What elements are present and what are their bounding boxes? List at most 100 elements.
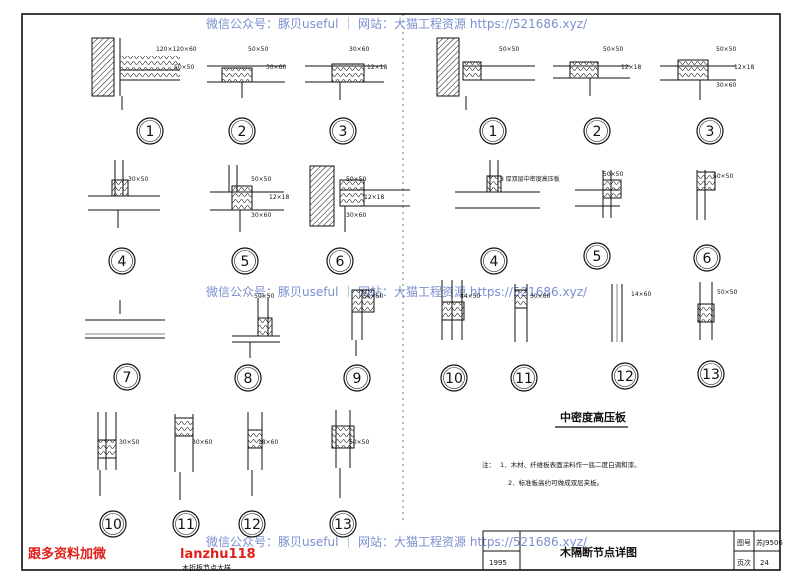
detail-circle-inner xyxy=(586,245,608,267)
detail-number: 3 xyxy=(706,124,715,140)
overlay-caption: 木折板节点大样 xyxy=(182,563,231,572)
detail-circle-inner xyxy=(614,365,636,387)
detail-circle xyxy=(440,364,468,392)
dimension-label: 50×50 xyxy=(254,293,274,300)
detail-circle xyxy=(510,364,538,392)
dimension-label: 30×60 xyxy=(716,82,736,89)
left-dimension-labels: 120×120×6050×5050×5030×6030×6012×1830×50… xyxy=(119,46,387,446)
detail-circle-inner xyxy=(482,120,504,142)
title-block xyxy=(482,530,781,571)
detail-number: 4 xyxy=(118,254,127,270)
right-detail-5-marker: 5 xyxy=(583,242,611,270)
dimension-label: 30×60 xyxy=(266,64,286,71)
overlay-red-text: 跟多资料加微 xyxy=(28,546,107,562)
detail-circle xyxy=(329,117,357,145)
detail-number: 10 xyxy=(445,371,463,387)
detail-circle-inner xyxy=(483,250,505,272)
dimension-label: 50×50 xyxy=(174,64,194,71)
board-title: 中密度高压板 xyxy=(560,410,627,424)
dimension-label: 50×50 xyxy=(713,173,733,180)
detail-circle-inner xyxy=(513,367,535,389)
dimension-label: 50×50 xyxy=(716,46,736,53)
right-dimension-labels: 50×50 50×50 12×18 50×50 12×18 30×60 8 厚双层中密度高压… xyxy=(460,46,754,300)
right-detail-4-marker: 4 xyxy=(480,247,508,275)
detail-circle xyxy=(696,117,724,145)
detail-number: 5 xyxy=(241,254,250,270)
detail-circle-inner xyxy=(102,513,124,535)
title-block-page-label: 页次 xyxy=(737,558,751,567)
detail-circle xyxy=(99,510,127,538)
dimension-label: 50×50 xyxy=(363,293,383,300)
left-detail-6-marker: 6 xyxy=(326,247,354,275)
left-detail-4-marker: 4 xyxy=(108,247,136,275)
detail-number: 13 xyxy=(702,367,720,383)
detail-circle xyxy=(583,117,611,145)
detail-number: 6 xyxy=(703,251,712,267)
detail-number: 9 xyxy=(353,371,362,387)
left-detail-12-marker: 12 xyxy=(238,510,266,538)
overlay-handle: lanzhu118 xyxy=(180,547,256,562)
detail-number: 7 xyxy=(123,370,132,386)
detail-circle-inner xyxy=(241,513,263,535)
detail-number: 11 xyxy=(177,517,195,533)
detail-number: 13 xyxy=(334,517,352,533)
detail-number: 1 xyxy=(146,124,155,140)
dimension-label: 50×50 xyxy=(603,171,623,178)
detail-circle-inner xyxy=(329,250,351,272)
dimension-label: 12×18 xyxy=(734,64,754,71)
left-detail-10-marker: 10 xyxy=(99,510,127,538)
dimension-label: 50×50 xyxy=(346,176,366,183)
right-detail-10-marker: 10 xyxy=(440,364,468,392)
detail-circle-inner xyxy=(234,250,256,272)
detail-number: 5 xyxy=(593,249,602,265)
detail-circle xyxy=(611,362,639,390)
left-detail-7-marker: 7 xyxy=(113,363,141,391)
dimension-label: 12×18 xyxy=(364,194,384,201)
detail-circle xyxy=(343,364,371,392)
detail-circle-inner xyxy=(332,513,354,535)
sheet-frame xyxy=(21,13,781,571)
dimension-label: 8 厚双层中密度高压板 xyxy=(500,175,560,183)
right-detail-drawings xyxy=(436,37,736,342)
detail-circle-inner xyxy=(332,120,354,142)
right-detail-2-marker: 2 xyxy=(583,117,611,145)
left-detail-13-marker: 13 xyxy=(329,510,357,538)
wall-hatch xyxy=(91,37,115,97)
detail-number: 2 xyxy=(238,124,247,140)
watermark-bottom: 微信公众号：豚贝useful ｜ 网站：大猫工程资源 https://52168… xyxy=(206,534,588,549)
right-detail-13-marker: 13 xyxy=(697,360,725,388)
detail-circle xyxy=(234,364,262,392)
dimension-label: 12×18 xyxy=(621,64,641,71)
dimension-label: 12×18 xyxy=(269,194,289,201)
detail-circle xyxy=(479,117,507,145)
dimension-label: 50×50 xyxy=(251,176,271,183)
detail-circle xyxy=(326,247,354,275)
left-detail-drawings xyxy=(85,37,410,500)
title-block-code-label: 图号 xyxy=(737,539,751,547)
detail-number: 2 xyxy=(593,124,602,140)
notes-line-1: 1．木材、纤维板表面涂料作一底二度白调和漆。 xyxy=(500,460,641,469)
right-detail-6-marker: 6 xyxy=(693,244,721,272)
watermark-middle: 微信公众号：豚贝useful ｜ 网站：大猫工程资源 https://52168… xyxy=(206,284,588,299)
notes-line-2: 2．标准板高约可做成双层夹板。 xyxy=(508,478,603,487)
dimension-label: 14×60 xyxy=(631,291,651,298)
watermark-top: 微信公众号：豚贝useful ｜ 网站：大猫工程资源 https://52168… xyxy=(206,16,588,31)
dimension-label: 30×60 xyxy=(251,212,271,219)
detail-circle xyxy=(231,247,259,275)
detail-circle-inner xyxy=(111,250,133,272)
left-detail-11-marker: 11 xyxy=(172,510,200,538)
detail-circle-inner xyxy=(346,367,368,389)
dimension-label: 30×60 xyxy=(346,212,366,219)
left-detail-9-marker: 9 xyxy=(343,364,371,392)
detail-number: 4 xyxy=(490,254,499,270)
detail-circle xyxy=(228,117,256,145)
detail-circle-inner xyxy=(699,120,721,142)
left-detail-3-marker: 3 xyxy=(329,117,357,145)
dimension-label: 30×60 xyxy=(349,46,369,53)
detail-circle xyxy=(693,244,721,272)
detail-circle-inner xyxy=(700,363,722,385)
detail-circle-inner xyxy=(586,120,608,142)
